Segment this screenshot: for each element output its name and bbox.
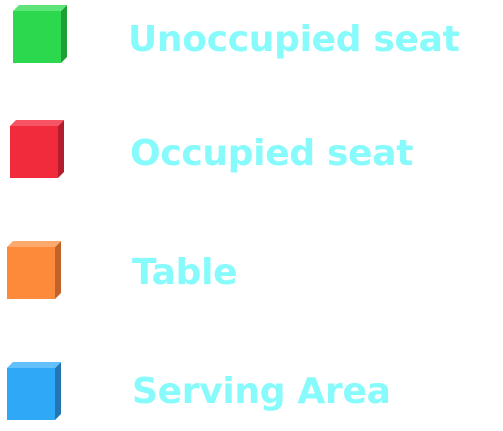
legend-item-serving-area: Serving Area bbox=[0, 362, 503, 431]
legend-label: Unoccupied seat bbox=[128, 19, 460, 60]
legend-label: Occupied seat bbox=[130, 133, 414, 174]
legend-item-occupied-seat: Occupied seat bbox=[0, 120, 503, 190]
legend-item-unoccupied-seat: Unoccupied seat bbox=[0, 5, 503, 75]
legend-item-table: Table bbox=[0, 241, 503, 311]
red-cube-icon bbox=[10, 120, 64, 178]
legend-label: Serving Area bbox=[132, 371, 391, 412]
legend-label: Table bbox=[132, 252, 238, 293]
green-cube-icon bbox=[13, 5, 67, 63]
blue-cube-icon bbox=[7, 362, 61, 420]
orange-cube-icon bbox=[7, 241, 61, 299]
